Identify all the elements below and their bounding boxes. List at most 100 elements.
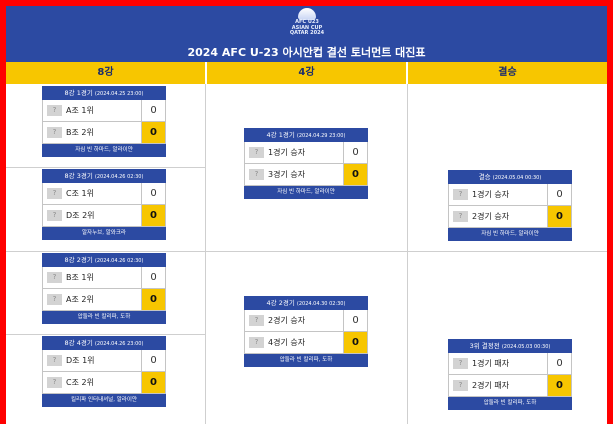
row-divider [6,334,205,335]
team-row[interactable]: ? 2경기 승자 0 [448,206,572,228]
team-row[interactable]: ? 2경기 패자 0 [448,375,572,397]
match-header: 8강 3경기 (2024.04.26 02:30) [42,169,166,183]
team-row[interactable]: ? 2경기 승자 0 [244,310,368,332]
row-divider [205,251,408,252]
team-row[interactable]: ? D조 2위 0 [42,205,166,227]
match-venue: 압둘라 빈 칼리파, 도하 [42,311,166,324]
match-venue: 자심 빈 하마드, 알라이얀 [42,144,166,157]
team-score: 0 [141,100,165,121]
row-divider [6,167,205,168]
column-header-quarterfinal: 8강 [6,62,205,84]
team-name: C조 2위 [66,378,94,387]
match-header: 4강 1경기 (2024.04.29 23:00) [244,128,368,142]
flag-placeholder-icon: ? [47,272,62,283]
team-score: 0 [343,164,367,185]
team-name: 1경기 패자 [472,359,510,368]
team-name: 1경기 승자 [268,148,306,157]
match-header: 8강 2경기 (2024.04.26 02:30) [42,253,166,267]
team-row[interactable]: ? C조 1위 0 [42,183,166,205]
team-score: 0 [141,122,165,143]
team-name: 1경기 승자 [472,190,510,199]
team-name: B조 1위 [66,273,94,282]
match-card-qf1[interactable]: 8강 1경기 (2024.04.25 23:00) ? A조 1위 0 ? B조 2위… [42,86,166,157]
team-score: 0 [547,206,571,227]
page-title: 2024 AFC U-23 아시안컵 결선 토너먼트 대진표 [187,46,426,59]
team-score: 0 [141,183,165,204]
team-name: A조 1위 [66,106,94,115]
team-name: D조 2위 [66,211,95,220]
team-row[interactable]: ? 3경기 승자 0 [244,164,368,186]
match-venue: 자심 빈 하마드, 알라이얀 [448,228,572,241]
team-name: 3경기 승자 [268,170,306,179]
flag-placeholder-icon: ? [47,355,62,366]
match-header: 3위 결정전 (2024.05.03 00:30) [448,339,572,353]
match-venue: 압둘라 빈 칼리파, 도하 [448,397,572,410]
team-score: 0 [141,267,165,288]
match-card-sf2[interactable]: 4강 2경기 (2024.04.30 02:30) ? 2경기 승자 0 ? 4경기 … [244,296,368,367]
flag-placeholder-icon: ? [47,377,62,388]
match-header: 결승 (2024.05.04 00:30) [448,170,572,184]
match-header: 4강 2경기 (2024.04.30 02:30) [244,296,368,310]
match-card-third-place[interactable]: 3위 결정전 (2024.05.03 00:30) ? 1경기 패자 0 ? 2경기 … [448,339,572,410]
match-venue: 알자누브, 알와크라 [42,227,166,240]
flag-placeholder-icon: ? [249,315,264,326]
match-card-qf3[interactable]: 8강 3경기 (2024.04.26 02:30) ? C조 1위 0 ? D조 2위… [42,169,166,240]
column-header-final: 결승 [408,62,607,84]
flag-placeholder-icon: ? [249,337,264,348]
team-row[interactable]: ? 4경기 승자 0 [244,332,368,354]
team-row[interactable]: ? A조 1위 0 [42,100,166,122]
team-score: 0 [141,372,165,393]
team-row[interactable]: ? C조 2위 0 [42,372,166,394]
team-row[interactable]: ? B조 2위 0 [42,122,166,144]
match-card-qf2[interactable]: 8강 2경기 (2024.04.26 02:30) ? B조 1위 0 ?A조 2위… [42,253,166,324]
row-divider [6,251,205,252]
flag-placeholder-icon: ? [47,105,62,116]
flag-placeholder-icon: ? [47,127,62,138]
bracket-frame: AFC U23 ASIAN CUP QATAR 2024 2024 AFC U-… [6,6,607,424]
team-score: 0 [343,142,367,163]
match-card-sf1[interactable]: 4강 1경기 (2024.04.29 23:00) ? 1경기 승자 0 ? 3경기 … [244,128,368,199]
match-header: 8강 1경기 (2024.04.25 23:00) [42,86,166,100]
trophy-icon [298,8,316,20]
match-header: 8강 4경기 (2024.04.26 23:00) [42,336,166,350]
team-row[interactable]: ? 1경기 승자 0 [244,142,368,164]
team-name: 4경기 승자 [268,338,306,347]
match-venue: 자심 빈 하마드, 알라이얀 [244,186,368,199]
team-score: 0 [141,350,165,371]
column-header-semifinal: 4강 [207,62,406,84]
afc-u23-logo: AFC U23 ASIAN CUP QATAR 2024 [288,8,326,40]
logo-line: QATAR 2024 [289,30,325,36]
match-venue: 압둘라 빈 칼리파, 도하 [244,354,368,367]
team-name: C조 1위 [66,189,94,198]
flag-placeholder-icon: ? [453,380,468,391]
flag-placeholder-icon: ? [249,147,264,158]
flag-placeholder-icon: ? [47,188,62,199]
column-divider [205,84,206,424]
team-row[interactable]: ? B조 1위 0 [42,267,166,289]
team-score: 0 [547,353,571,374]
team-score: 0 [547,375,571,396]
team-score: 0 [343,310,367,331]
column-divider [407,84,408,424]
flag-placeholder-icon: ? [453,211,468,222]
logo-line: AFC U23 [295,19,319,25]
team-score: 0 [141,289,165,310]
team-score: 0 [343,332,367,353]
team-name: 2경기 패자 [472,381,510,390]
team-score: 0 [547,184,571,205]
team-name: 2경기 승자 [472,212,510,221]
header-banner: AFC U23 ASIAN CUP QATAR 2024 2024 AFC U-… [6,6,607,62]
row-divider [407,251,607,252]
flag-placeholder-icon: ? [249,169,264,180]
team-name: 2경기 승자 [268,316,306,325]
team-name: B조 2위 [66,128,94,137]
flag-placeholder-icon: ? [47,210,62,221]
team-score: 0 [141,205,165,226]
match-venue: 킬리파 인터내셔널, 알라이얀 [42,394,166,407]
